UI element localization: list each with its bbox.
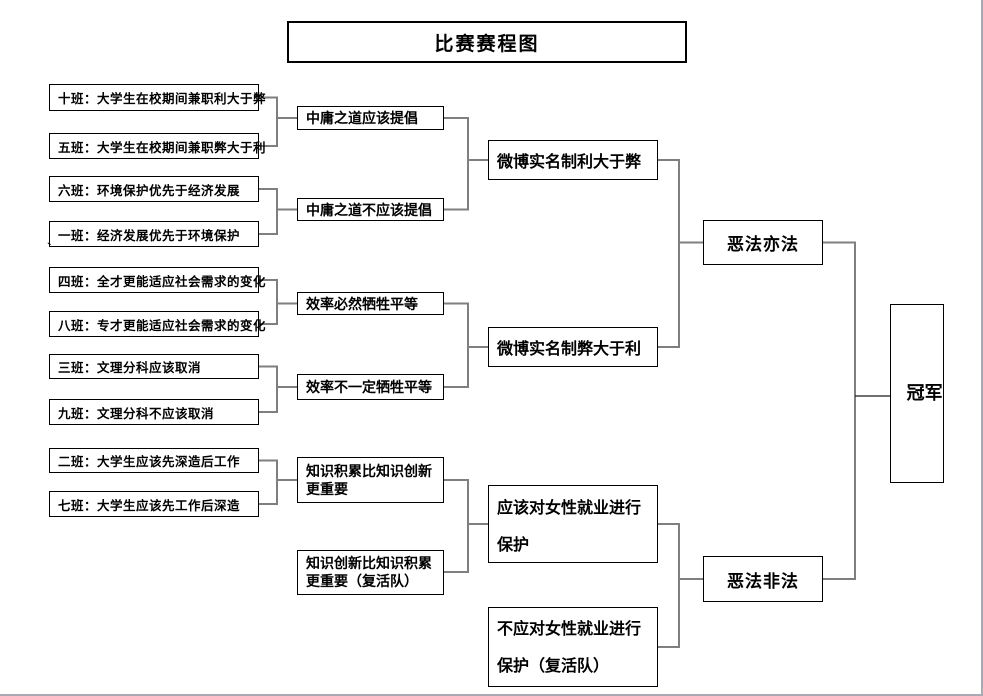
- round2-topic-1: 中庸之道应该提倡: [297, 106, 444, 130]
- round2-topic-3: 效率必然牺牲平等: [297, 292, 444, 315]
- round3-topic-2: 微博实名制弊大于利: [488, 327, 658, 367]
- round2-topic-4: 效率不一定牺牲平等: [297, 374, 444, 400]
- round1-team-10: 七班：大学生应该先工作后深造: [49, 491, 259, 517]
- round1-team-3: 六班：环境保护优先于经济发展: [49, 176, 259, 202]
- round1-team-6: 八班：专才更能适应社会需求的变化: [49, 311, 266, 337]
- round1-team-7: 三班：文理分科应该取消: [49, 354, 259, 379]
- final-topic-1: 恶法亦法: [703, 220, 823, 265]
- round2-topic-6: 知识创新比知识积累更重要（复活队）: [297, 550, 444, 595]
- round1-team-1: 十班：大学生在校期间兼职利大于弊: [49, 84, 266, 111]
- round1-team-9: 二班：大学生应该先深造后工作: [49, 448, 259, 473]
- round1-team-4: 一班：经济发展优先于环境保护: [49, 221, 259, 247]
- round2-topic-5: 知识积累比知识创新更重要: [297, 457, 444, 503]
- round1-team-5: 四班：全才更能适应社会需求的变化: [49, 267, 266, 293]
- champion-box: 冠军: [890, 304, 944, 483]
- round1-team-2: 五班：大学生在校期间兼职弊大于利: [49, 133, 266, 159]
- round3-topic-3: 应该对女性就业进行保护: [488, 485, 658, 563]
- round2-topic-2: 中庸之道不应该提倡: [297, 198, 444, 221]
- round3-topic-4: 不应对女性就业进行保护（复活队）: [488, 607, 658, 687]
- round3-topic-1: 微博实名制利大于弊: [488, 140, 658, 180]
- final-topic-2: 恶法非法: [703, 556, 823, 602]
- champion-label: 冠军: [906, 382, 943, 403]
- stray-mark: `: [47, 240, 52, 256]
- bracket-connectors: [259, 96, 856, 648]
- diagram-title: 比赛赛程图: [287, 21, 687, 63]
- round1-team-8: 九班：文理分科不应该取消: [49, 399, 259, 425]
